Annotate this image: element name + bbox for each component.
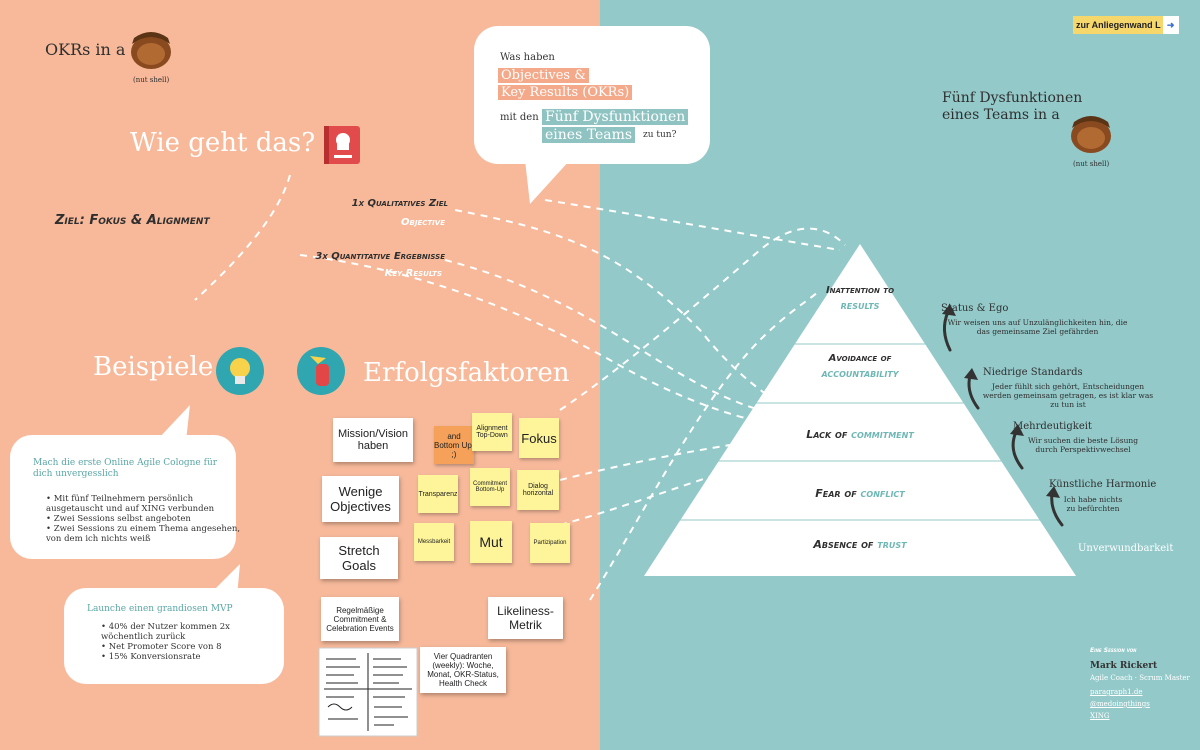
example1-title: Mach die erste Online Agile Cologne für … bbox=[33, 458, 218, 479]
side-label-unverwundbarkeit: Unverwundbarkeit bbox=[1078, 543, 1174, 554]
quantitativ-line1: 3x Quantitative Ergebnisse bbox=[315, 251, 445, 262]
example2-bullet: • 15% Konversionsrate bbox=[101, 652, 201, 662]
card-likeliness: Likeliness-Metrik bbox=[488, 597, 563, 639]
side-label-harmonie-title: Künstliche Harmonie bbox=[1049, 479, 1157, 490]
example2-title: Launche einen grandiosen MVP bbox=[87, 604, 233, 614]
card-mission-vision: Mission/Vision haben bbox=[333, 418, 413, 462]
link-paragraph1[interactable]: paragraph1.de bbox=[1090, 688, 1143, 696]
pyramid-level-label: Inattention to bbox=[825, 285, 895, 296]
sticky-fokus: Fokus bbox=[519, 418, 559, 458]
erfolgsfaktoren-heading: Erfolgsfaktoren bbox=[363, 358, 570, 388]
session-role: Agile Coach · Scrum Master bbox=[1090, 674, 1190, 682]
pyramid-level-conflict: Fear of conflict bbox=[760, 486, 960, 500]
speech-was-haben: Was haben bbox=[500, 52, 555, 63]
speech-obj1: Objectives & bbox=[498, 68, 589, 83]
link-medoingthings[interactable]: @medoingthings bbox=[1090, 700, 1150, 708]
example2-bubble-shape bbox=[64, 564, 284, 684]
qualitativ-line1: 1x Qualitatives Ziel bbox=[351, 198, 448, 209]
card-vier-quadranten: Vier Quadranten (weekly): Woche, Monat, … bbox=[420, 647, 506, 693]
speech-fuenf1: Fünf Dysfunktionen bbox=[542, 109, 689, 125]
fuenf-title: Fünf Dysfunktionen eines Teams in a bbox=[942, 90, 1082, 124]
sticky-mut: Mut bbox=[470, 521, 512, 563]
side-label-niedrige-title: Niedrige Standards bbox=[983, 367, 1083, 378]
arrow-right-icon: ➜ bbox=[1162, 16, 1179, 34]
session-name: Mark Rickert bbox=[1090, 661, 1158, 671]
pyramid-level-commitment: Lack of commitment bbox=[760, 427, 960, 441]
pyramid-level-key: trust bbox=[877, 537, 907, 551]
card-regelmaessige: Regelmäßige Commitment & Celebration Eve… bbox=[321, 597, 399, 641]
pyramid-level-key: commitment bbox=[851, 427, 914, 441]
example1-list: • Mit fünf Teilnehmern persönlich ausget… bbox=[30, 494, 246, 544]
session-label: Eine Session von bbox=[1090, 647, 1137, 654]
speech-fuenf2: eines Teams bbox=[542, 127, 636, 143]
side-label-niedrige-desc: Jeder fühlt sich gehört, Entscheidungen … bbox=[982, 382, 1154, 409]
qualitativ-line2: Objective bbox=[401, 217, 445, 228]
pyramid-level-label: Fear of bbox=[815, 487, 857, 500]
speech-obj2: Key Results (OKRs) bbox=[498, 85, 633, 100]
fuenf-title-line1: Fünf Dysfunktionen bbox=[942, 90, 1083, 106]
sticky-and-bottom-up: and Bottom Up! ;) bbox=[434, 426, 474, 464]
example2-bullet: • 40% der Nutzer kommen 2x wöchentlich z… bbox=[101, 622, 230, 642]
speech-mit-den: mit den bbox=[500, 112, 539, 123]
pyramid-shape bbox=[644, 244, 1076, 576]
pyramid-level-key: conflict bbox=[860, 486, 905, 500]
beispiele-heading: Beispiele bbox=[93, 352, 214, 382]
example1-bullet: • Mit fünf Teilnehmern persönlich ausget… bbox=[46, 494, 215, 514]
side-label-mehrdeutigkeit-desc: Wir suchen die beste Lösung durch Perspe… bbox=[1027, 436, 1139, 454]
sticky-partizipation: Partizipation bbox=[530, 523, 570, 563]
example1-bubble-shape bbox=[10, 405, 236, 559]
example2-bullet: • Net Promoter Score von 8 bbox=[101, 642, 222, 652]
example1-bullet: • Zwei Sessions selbst angeboten bbox=[46, 514, 191, 524]
anliegenwand-button[interactable]: zur Anliegenwand L ➜ bbox=[1073, 16, 1179, 34]
hazelnut-icon bbox=[131, 32, 171, 69]
side-arrows bbox=[942, 304, 1064, 527]
speech-dysfunktionen: Fünf Dysfunktionen eines Teams bbox=[542, 108, 689, 144]
lightbulb-icon bbox=[216, 347, 264, 395]
speech-okrs: Objectives & Key Results (OKRs) bbox=[498, 67, 633, 101]
side-label-status-ego-desc: Wir weisen uns auf Unzulänglichkeiten hi… bbox=[947, 318, 1128, 336]
pyramid-level-label: Lack of bbox=[806, 428, 848, 441]
pyramid-level-accountability: Avoidance of accountability bbox=[780, 351, 940, 382]
quantitativ-line2: Key Results bbox=[384, 268, 442, 279]
side-label-status-ego-title: Status & Ego bbox=[941, 303, 1009, 314]
sticky-transparenz: Transparenz bbox=[418, 475, 458, 513]
card-wenige-objectives: Wenige Objectives bbox=[322, 476, 399, 522]
pyramid-level-label: Absence of bbox=[813, 538, 874, 551]
example1-bullet: • Zwei Sessions zu einem Thema angesehen… bbox=[46, 524, 241, 544]
hazelnut-icon bbox=[1071, 116, 1111, 153]
link-xing[interactable]: XING bbox=[1090, 712, 1110, 720]
recipe-book-icon bbox=[324, 126, 360, 164]
pyramid-level-label: Avoidance of bbox=[828, 353, 892, 364]
sticky-dialog-horizontal: Dialog horizontal bbox=[517, 470, 559, 510]
pyramid-level-key: accountability bbox=[821, 366, 899, 380]
sketch-quadrants-image bbox=[318, 647, 418, 737]
fuenf-caption: (nut shell) bbox=[1073, 160, 1110, 168]
ziel-label: Ziel: Fokus & Alignment bbox=[55, 213, 210, 228]
anliegenwand-label: zur Anliegenwand L bbox=[1076, 20, 1161, 30]
okrs-title: OKRs in a bbox=[45, 40, 126, 59]
card-stretch-goals: Stretch Goals bbox=[320, 537, 398, 579]
side-label-mehrdeutigkeit-title: Mehrdeutigkeit bbox=[1013, 421, 1092, 432]
sticky-alignment-top-down: Alignment Top-Down bbox=[472, 413, 512, 451]
fuenf-title-line2: eines Teams in a bbox=[942, 107, 1060, 123]
sticky-messbarkeit: Messbarkeit bbox=[414, 523, 454, 561]
pyramid-level-trust: Absence of trust bbox=[760, 537, 960, 551]
speech-zu-tun: zu tun? bbox=[643, 130, 677, 140]
pyramid-level-results: Inattention to results bbox=[780, 284, 940, 314]
pyramid-level-key: results bbox=[840, 298, 880, 312]
fire-extinguisher-icon bbox=[297, 347, 345, 395]
side-label-harmonie-desc: Ich habe nichts zu befürchten bbox=[1063, 495, 1123, 513]
sticky-commitment-bottom-up: Commitment Bottom-Up bbox=[470, 468, 510, 506]
okrs-caption: (nut shell) bbox=[133, 76, 170, 84]
wie-geht-das-heading: Wie geht das? bbox=[130, 128, 316, 158]
example2-list: • 40% der Nutzer kommen 2x wöchentlich z… bbox=[85, 622, 281, 662]
